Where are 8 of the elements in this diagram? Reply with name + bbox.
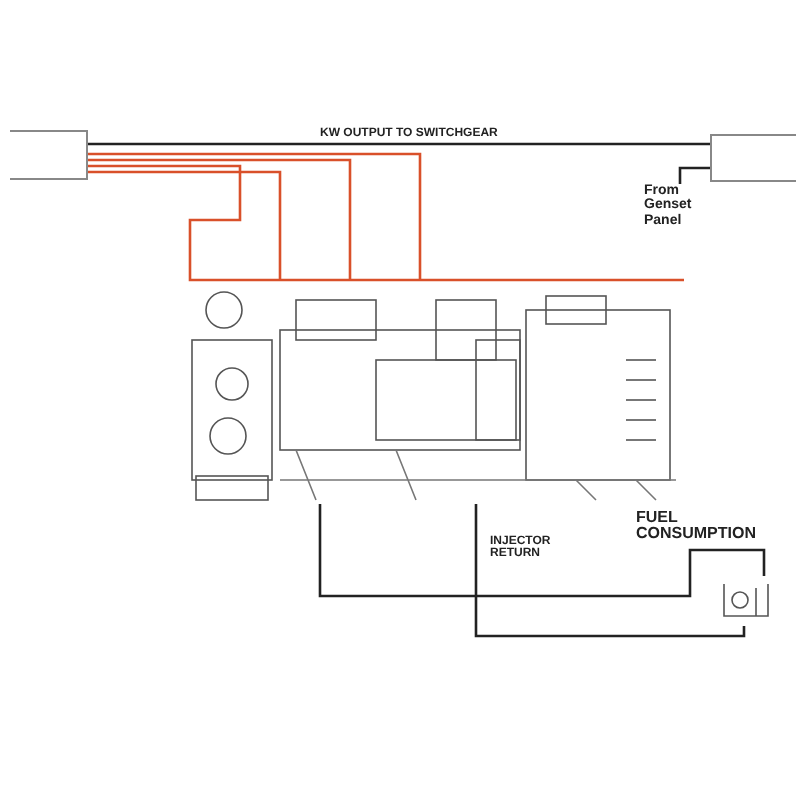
cable bbox=[678, 166, 710, 184]
terminal-box bbox=[10, 130, 88, 180]
wire-bundle bbox=[86, 152, 686, 282]
fuel-line bbox=[474, 504, 746, 638]
terminal-box bbox=[710, 134, 796, 182]
section-title: FUEL CONSUMPTION bbox=[636, 510, 758, 544]
cable bbox=[88, 142, 710, 146]
fuel-line bbox=[318, 504, 766, 598]
